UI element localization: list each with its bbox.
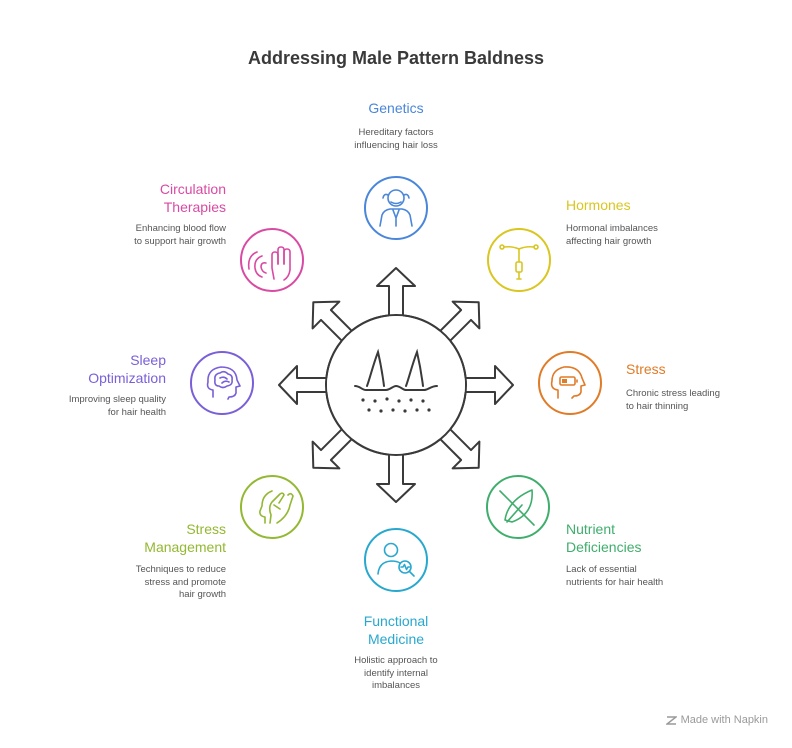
hub-arrow bbox=[311, 425, 356, 470]
hub-outline-arc bbox=[402, 438, 441, 456]
footer-credit: Made with Napkin bbox=[665, 714, 768, 726]
head-battery-icon bbox=[550, 366, 586, 399]
genetics-title: Genetics bbox=[368, 100, 424, 116]
genetics-node-circle bbox=[364, 176, 428, 240]
hub-arrow bbox=[376, 450, 416, 503]
management-node-circle bbox=[240, 475, 304, 539]
hand-massage-icon bbox=[247, 246, 291, 281]
head-hand-icon bbox=[259, 490, 294, 524]
iud-hormone-icon bbox=[499, 244, 539, 280]
hub-arrow bbox=[311, 300, 356, 345]
functional-node-circle bbox=[364, 528, 428, 592]
nutrient-node-circle bbox=[486, 475, 550, 539]
hub-outline-arc bbox=[325, 391, 343, 430]
doctor-search-icon bbox=[377, 542, 415, 577]
hub-outline-arc bbox=[351, 314, 390, 332]
hub-outline-arc bbox=[325, 340, 343, 379]
stress-title: Stress bbox=[626, 361, 666, 377]
hub-outline-arc bbox=[449, 391, 467, 430]
stress-node-circle bbox=[538, 351, 602, 415]
no-nutrient-icon bbox=[499, 489, 535, 526]
hub-outline-arc bbox=[402, 314, 441, 332]
hub-outline-arc bbox=[351, 438, 390, 456]
napkin-logo-icon bbox=[665, 715, 677, 725]
hub-arrow bbox=[461, 365, 514, 405]
hub-arrow bbox=[278, 365, 331, 405]
hormones-title: Hormones bbox=[566, 197, 631, 213]
hub-arrow bbox=[436, 425, 481, 470]
page-title: Addressing Male Pattern Baldness bbox=[247, 48, 545, 68]
elderly-man-icon bbox=[379, 189, 413, 227]
hub-arrow bbox=[376, 267, 416, 320]
hub-outline-arc bbox=[449, 340, 467, 379]
brain-head-icon bbox=[206, 366, 241, 400]
hub-arrow bbox=[436, 300, 481, 345]
hair-follicle-icon bbox=[354, 348, 438, 413]
